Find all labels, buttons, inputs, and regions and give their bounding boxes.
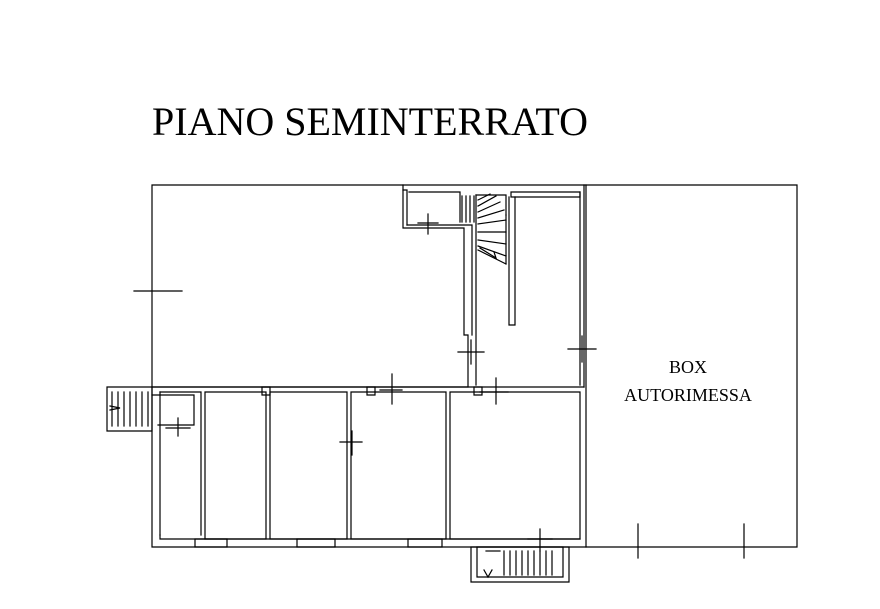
garage-label-box: BOX	[668, 357, 707, 377]
outer-walls	[152, 185, 797, 547]
lower-rooms	[152, 387, 584, 539]
internal-stair	[462, 194, 506, 264]
garage-label-autorimessa: AUTORIMESSA	[624, 385, 752, 405]
plan-title: PIANO SEMINTERRATO	[152, 99, 588, 144]
left-stair	[107, 387, 194, 431]
windows	[195, 539, 442, 547]
section-markers	[134, 214, 744, 558]
stair-core	[403, 185, 584, 387]
bottom-stair	[471, 547, 569, 582]
